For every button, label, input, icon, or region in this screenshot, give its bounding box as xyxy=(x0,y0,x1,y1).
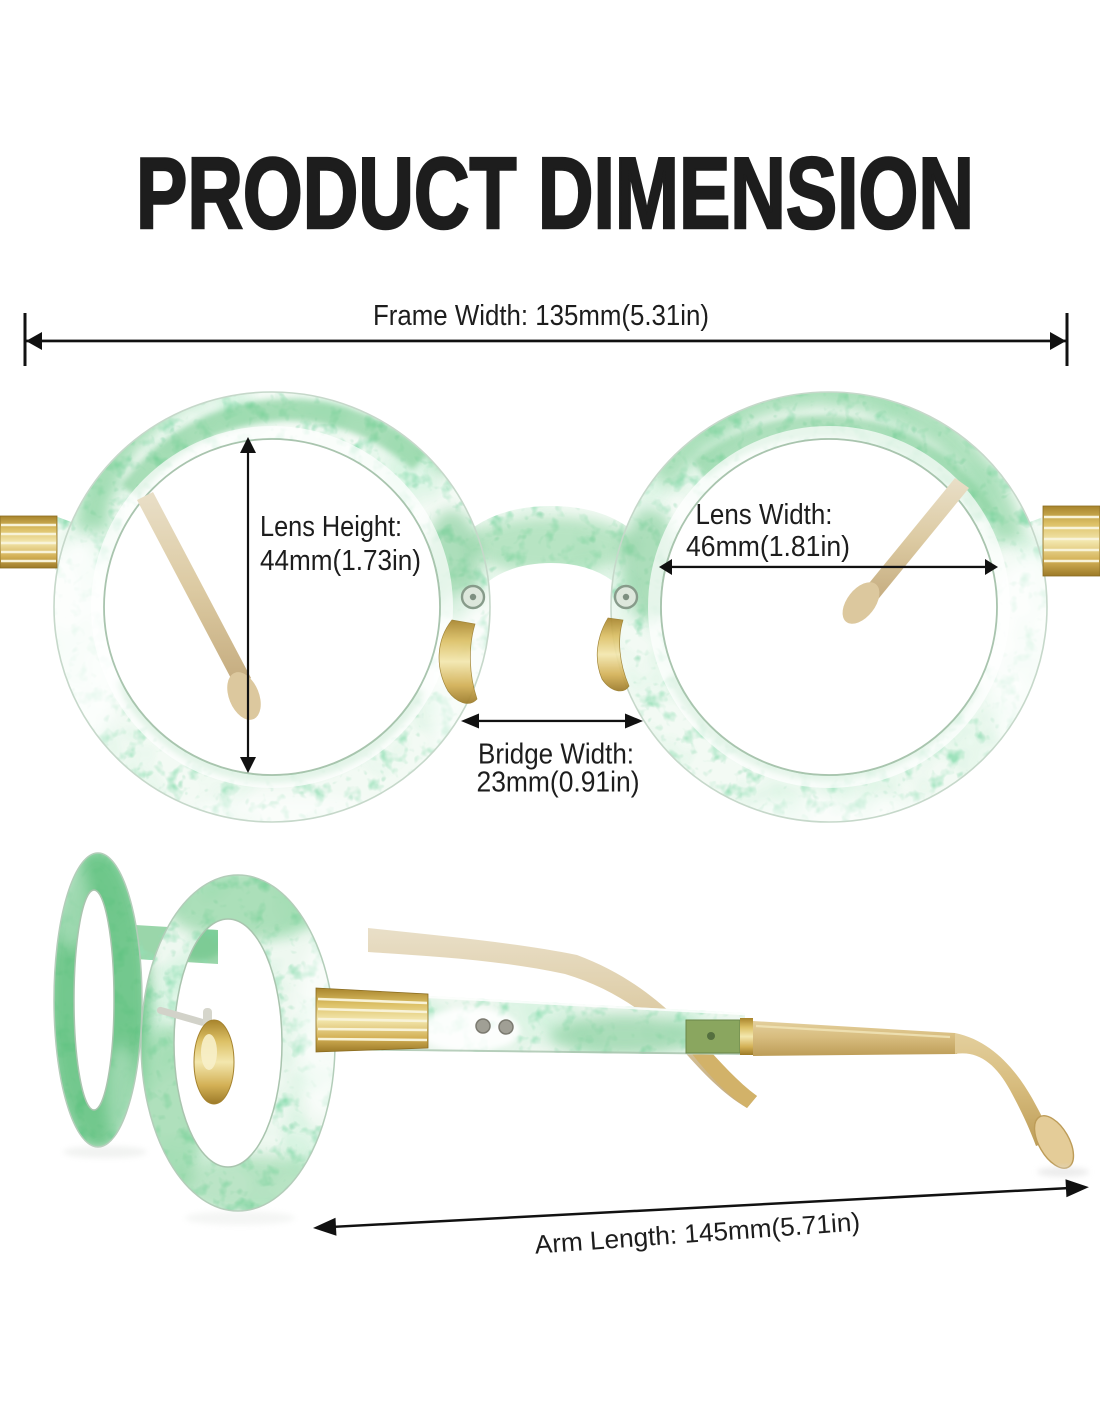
svg-text:Frame Width: 135mm(5.31in): Frame Width: 135mm(5.31in) xyxy=(373,300,709,332)
svg-text:23mm(0.91in): 23mm(0.91in) xyxy=(477,767,640,799)
svg-text:PRODUCT DIMENSION: PRODUCT DIMENSION xyxy=(136,138,974,250)
svg-text:46mm(1.81in): 46mm(1.81in) xyxy=(686,531,850,563)
svg-text:Lens Width:: Lens Width: xyxy=(696,499,833,531)
svg-text:Lens Height:: Lens Height: xyxy=(260,511,402,543)
svg-text:44mm(1.73in): 44mm(1.73in) xyxy=(260,545,421,577)
svg-text:Bridge Width:: Bridge Width: xyxy=(478,739,634,771)
